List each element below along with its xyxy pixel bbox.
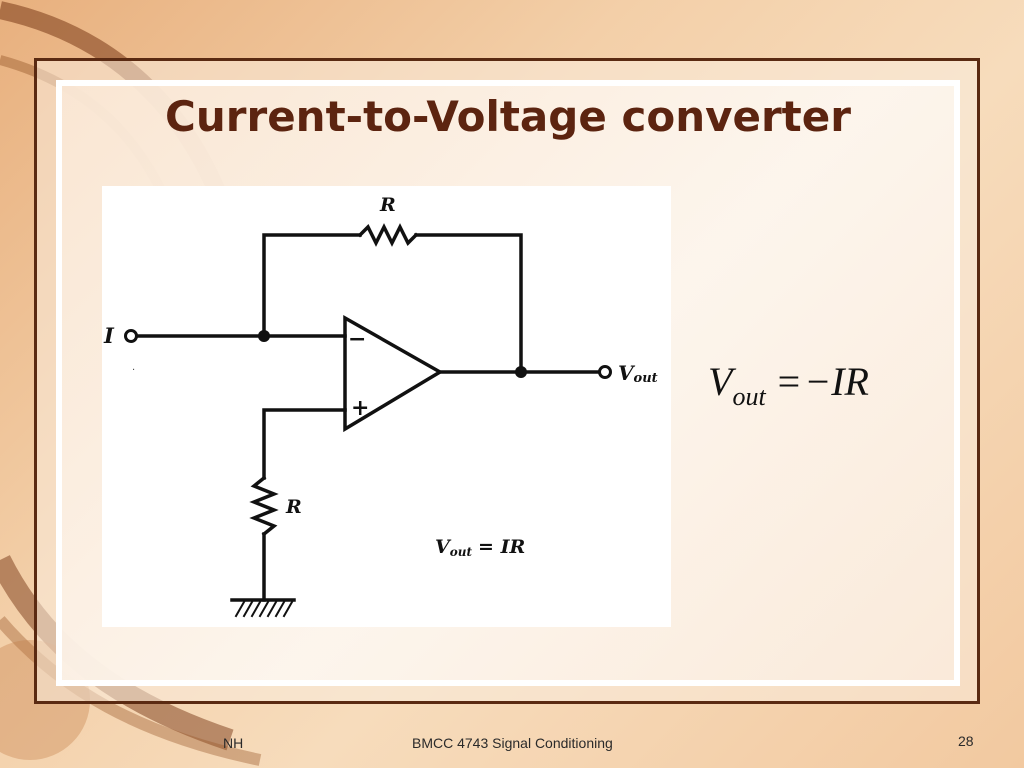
equation-v: V (708, 359, 733, 404)
input-current-label: I (103, 323, 115, 348)
ground-resistor (249, 475, 279, 537)
output-voltage-label: Vout (618, 361, 658, 386)
output-junction (515, 366, 527, 378)
diagram-formula-rhs: = IR (478, 536, 525, 558)
output-label-main: V (618, 361, 636, 385)
diagram-formula: Vout = IR (435, 536, 525, 559)
noninverting-wire (262, 408, 347, 480)
inverting-input-sign: − (348, 326, 366, 352)
footer-center: BMCC 4743 Signal Conditioning (412, 735, 613, 751)
output-equation: Vout =−IR (708, 358, 869, 411)
slide-number: 28 (958, 733, 974, 749)
equation-subscript: out (732, 382, 766, 411)
output-terminal (598, 365, 612, 379)
stray-mark: . (132, 362, 135, 373)
output-label-sub: out (634, 371, 658, 386)
feedback-resistor-label: R (379, 194, 396, 216)
input-terminal (124, 329, 138, 343)
input-junction (258, 330, 270, 342)
op-amp-symbol (343, 314, 444, 433)
feedback-resistor (357, 223, 419, 247)
equation-equals: = (777, 359, 801, 404)
feedback-wire (262, 233, 362, 338)
ground-hatch (234, 600, 294, 618)
feedback-wire-right (414, 233, 523, 374)
circuit-diagram: R R I Vout − + Vout = IR . (102, 186, 671, 627)
diagram-formula-v: V (435, 536, 452, 558)
equation-rhs: −IR (804, 359, 869, 404)
diagram-formula-sub: out (450, 545, 473, 559)
noninverting-input-sign: + (351, 395, 369, 421)
footer-left: NH (223, 735, 244, 751)
slide-title: Current-to-Voltage converter (165, 92, 851, 141)
ground-resistor-label: R (285, 496, 302, 518)
